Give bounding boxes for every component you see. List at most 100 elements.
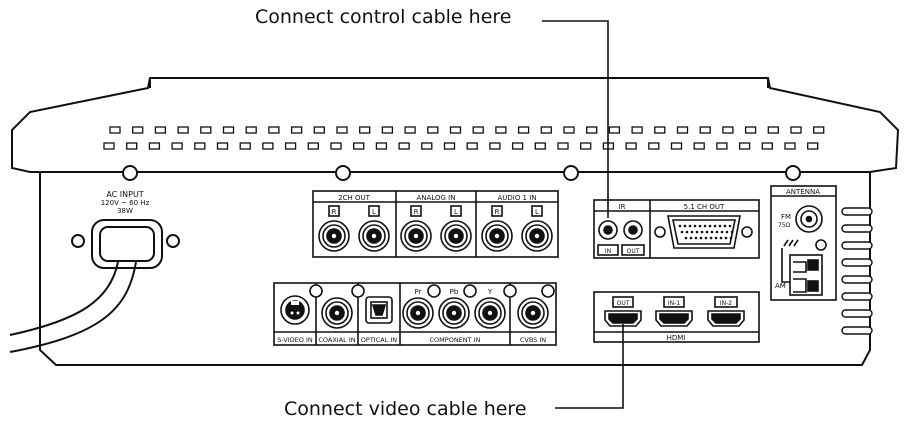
vent-slot — [359, 126, 371, 134]
vent-slot — [631, 126, 643, 134]
vent-slot — [336, 126, 348, 134]
vent-slot — [421, 142, 433, 150]
vent-slot — [449, 126, 462, 134]
side-vent — [841, 326, 873, 335]
rca-jack — [517, 297, 549, 329]
vent-slot — [540, 126, 552, 134]
video-inputs-block: S-VIDEO IN COAXIAL IN OPTICAL IN COMPONE… — [273, 282, 557, 346]
panel-screw — [427, 284, 441, 298]
vent-slot — [517, 126, 530, 134]
label-hdmi: HDMI — [667, 334, 686, 342]
ac-input-label: AC INPUT — [106, 190, 143, 199]
vent-slot — [813, 126, 825, 134]
vent-slot — [534, 142, 546, 150]
panel-screw — [541, 284, 555, 298]
vent-slot — [154, 126, 167, 134]
vent-slot — [716, 142, 728, 150]
vent-slot — [268, 126, 280, 134]
rca-jack — [358, 220, 390, 252]
vent-slot — [767, 126, 779, 134]
vent-slot — [284, 142, 297, 150]
hdmi-port — [655, 310, 693, 327]
label-2ch-out: 2CH OUT — [338, 194, 370, 202]
rca-jack — [318, 220, 350, 252]
vent-slot — [676, 126, 689, 134]
panel-screw — [351, 284, 365, 298]
channel-label: R — [495, 208, 500, 216]
vent-slot — [443, 142, 456, 150]
side-vent — [841, 207, 873, 216]
rca-jack — [402, 297, 434, 329]
rca-jack — [474, 297, 506, 329]
vent-slot — [103, 142, 115, 150]
vent-slot — [670, 142, 683, 150]
rca-jack — [481, 220, 513, 252]
label-hdmi-out: OUT — [617, 300, 630, 307]
label-pb: Pb — [450, 288, 459, 296]
channel-label: R — [414, 208, 419, 216]
ac-wattage-label: 38W — [117, 207, 133, 215]
label-ir-out: OUT — [627, 248, 640, 255]
vent-slots — [103, 126, 825, 150]
ac-voltage-label: 120V ~ 60 Hz — [101, 199, 150, 207]
vent-slot — [290, 126, 303, 134]
vent-slot — [353, 142, 365, 150]
vent-slot — [563, 126, 575, 134]
vent-slot — [216, 142, 229, 150]
vent-slot — [511, 142, 524, 150]
vent-slot — [171, 142, 183, 150]
vent-slot — [608, 126, 621, 134]
vent-slot — [790, 126, 802, 134]
power-cord — [9, 261, 137, 353]
vent-slot — [495, 126, 507, 134]
vent-slot — [761, 142, 773, 150]
ir-51-block: IR 5.1 CH OUT IN OUT — [593, 199, 760, 259]
side-vent — [841, 275, 873, 284]
channel-label: R — [332, 208, 337, 216]
rca-jack — [521, 220, 553, 252]
vent-slot — [427, 126, 439, 134]
vent-slot — [200, 126, 212, 134]
antenna-block: ANTENNA FM 75Ω AM — [770, 185, 837, 301]
vent-slot — [693, 142, 705, 150]
control-cable-callout: Connect control cable here — [255, 6, 512, 28]
label-audio1-in: AUDIO 1 IN — [497, 194, 536, 202]
control-leader-line — [542, 20, 609, 218]
side-vent — [841, 224, 873, 233]
vent-slot — [404, 126, 416, 134]
vent-slot — [784, 142, 796, 150]
vent-slot — [699, 126, 711, 134]
vent-slot — [239, 142, 251, 150]
panel-screw — [463, 284, 477, 298]
vent-slot — [375, 142, 388, 150]
vent-slot — [472, 126, 484, 134]
label-ir-in: IN — [605, 248, 611, 255]
vent-slot — [744, 126, 757, 134]
panel-screw — [503, 284, 517, 298]
vent-slot — [738, 142, 751, 150]
vent-slot — [648, 142, 660, 150]
vent-slot — [330, 142, 342, 150]
label-component-in: COMPONENT IN — [430, 336, 481, 344]
side-vent — [841, 309, 873, 318]
leader-lines — [542, 20, 624, 409]
channel-label: L — [372, 208, 376, 216]
vent-slot — [313, 126, 325, 134]
vent-slot — [194, 142, 206, 150]
hdmi-port — [707, 310, 745, 327]
video-cable-callout: Connect video cable here — [284, 398, 527, 420]
hdmi-port — [604, 310, 642, 327]
label-coaxial-in: COAXIAL IN — [318, 336, 355, 344]
label-cvbs-in: CVBS IN — [520, 336, 546, 344]
label-fm-ohm: 75Ω — [778, 222, 791, 229]
vent-slot — [132, 126, 144, 134]
vent-slot — [654, 126, 666, 134]
side-vents — [841, 207, 873, 335]
label-y: Y — [487, 288, 493, 296]
channel-label: L — [454, 208, 458, 216]
rca-jack — [400, 220, 432, 252]
rca-jack — [440, 220, 472, 252]
rca-jack — [321, 297, 353, 329]
